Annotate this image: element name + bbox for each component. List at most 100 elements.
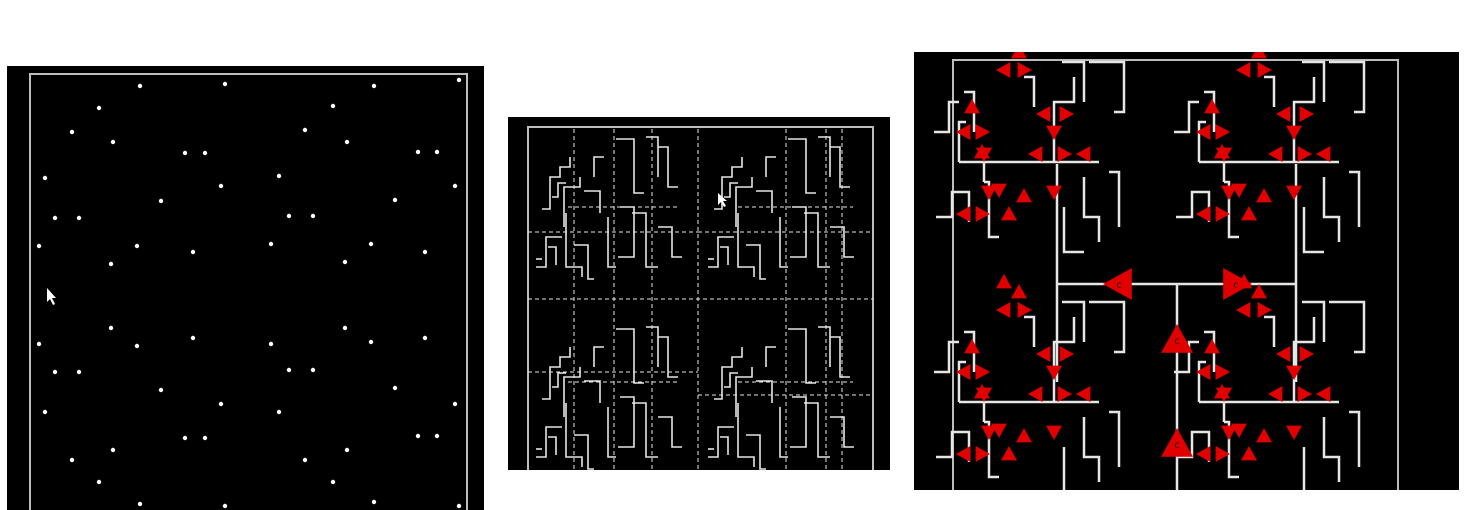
- pin-dot: [76, 369, 82, 375]
- clock-wire: [1322, 417, 1341, 482]
- routing-wire: [737, 403, 755, 467]
- routing-wire: [552, 372, 566, 388]
- mouse-cursor-icon: [718, 193, 727, 207]
- routing-wire: [632, 212, 658, 268]
- routing-wire: [574, 434, 594, 470]
- clock-wire: [934, 100, 959, 134]
- routing-wire: [756, 380, 773, 403]
- clock-buffer-icon: [976, 387, 992, 402]
- pin-dot: [137, 501, 143, 507]
- pin-dot: [36, 243, 42, 249]
- clock-buffer-icon: [1057, 146, 1072, 162]
- routing-wire: [646, 326, 659, 367]
- pin-dot: [69, 129, 75, 135]
- pin-dot: [456, 77, 462, 83]
- clock-buffer-icon: [956, 124, 971, 140]
- clock-wire: [1197, 120, 1206, 162]
- pin-dot: [182, 435, 188, 441]
- routing-wire: [574, 244, 594, 280]
- clock-buffer-icon: [1215, 364, 1230, 380]
- clock-buffer-icon: [956, 206, 971, 222]
- clock-wire: [934, 340, 959, 374]
- pin-dot: [42, 175, 48, 181]
- clock-buffer-icon: [1299, 106, 1314, 122]
- clock-buffer-icon: [1196, 206, 1211, 222]
- clock-buffer-icon: [1251, 284, 1267, 299]
- clock-buffer-icon: [981, 425, 997, 440]
- partition-line-layer: [528, 129, 873, 470]
- routing-wire: [607, 217, 616, 268]
- clock-buffer-icon: [1286, 185, 1302, 200]
- clock-buffer-icon: [996, 274, 1012, 289]
- routing-wire: [658, 416, 682, 448]
- pin-dot: [415, 433, 421, 439]
- clock-buffer-icon: [1011, 284, 1027, 299]
- pin-dot: [344, 447, 350, 453]
- clock-wire: [1089, 60, 1126, 114]
- clock-wire: [964, 330, 976, 372]
- clock-buffer-icon: [1216, 147, 1232, 162]
- pin-dot: [434, 433, 440, 439]
- pin-dot: [456, 503, 462, 509]
- pin-dot: [342, 259, 348, 265]
- routing-wire: [632, 402, 658, 458]
- clock-buffer-icon: [1215, 124, 1230, 140]
- clock-buffer-icon: [1251, 52, 1267, 59]
- routing-wire: [804, 212, 830, 268]
- pin-dot: [202, 150, 208, 156]
- pin-dot: [422, 335, 428, 341]
- pin-dot: [76, 215, 82, 221]
- pin-dot: [286, 367, 292, 373]
- pin-dot: [137, 83, 143, 89]
- clock-buffer-icon: [975, 124, 990, 140]
- clock-buffer-icon: [1286, 365, 1302, 380]
- pin-dot: [276, 409, 282, 415]
- clock-buffer-icon: [1076, 386, 1091, 402]
- pin-dot: [434, 149, 440, 155]
- routing-wire: [565, 213, 583, 277]
- clock-wire: [1329, 300, 1366, 354]
- clock-buffer-icon: [1046, 425, 1062, 440]
- pin-dot: [344, 139, 350, 145]
- pin-dot: [202, 435, 208, 441]
- clock-wire: [957, 360, 966, 402]
- routing-wire: [616, 138, 644, 194]
- clock-buffer-icon: [1046, 365, 1062, 380]
- routing-wire: [746, 434, 766, 470]
- routing-wire: [548, 436, 557, 455]
- pin-dot: [110, 139, 116, 145]
- clock-buffer-icon: [1316, 146, 1331, 162]
- routing-wire: [593, 156, 604, 177]
- clock-wire: [1109, 170, 1121, 227]
- clock-buffer-icon: [1286, 125, 1302, 140]
- clock-wire: [1302, 60, 1326, 102]
- clock-buffer-icon: [1103, 268, 1132, 300]
- clock-wire: [1024, 315, 1036, 347]
- clock-buffer-icon: [1196, 124, 1211, 140]
- clock-buffer-icon: [991, 183, 1007, 198]
- clock-wire: [1109, 410, 1121, 467]
- routing-wire: [790, 206, 807, 258]
- routing-wire: [779, 407, 788, 458]
- pin-dot: [302, 127, 308, 133]
- routing-wire: [724, 372, 738, 388]
- clock-wire: [1174, 100, 1199, 134]
- clock-buffer-icon: [1236, 302, 1251, 318]
- pin-dot: [268, 341, 274, 347]
- clock-wire: [1264, 75, 1276, 107]
- clock-buffer-icon: [1276, 346, 1291, 362]
- clock-buffer-icon: [1236, 62, 1251, 78]
- routing-wire: [830, 336, 850, 378]
- pin-dot: [158, 387, 164, 393]
- clock-buffer-icon: [1076, 146, 1091, 162]
- clock-buffer-icon: [1059, 106, 1074, 122]
- clock-wire: [1224, 420, 1239, 479]
- routing-wire: [714, 157, 743, 210]
- pin-dot: [310, 367, 316, 373]
- clock-buffer-icon: [1057, 386, 1072, 402]
- clock-buffer-icon: [1241, 446, 1257, 461]
- pin-dot: [371, 83, 377, 89]
- pin-dot: [182, 150, 188, 156]
- pin-dot: [222, 503, 228, 509]
